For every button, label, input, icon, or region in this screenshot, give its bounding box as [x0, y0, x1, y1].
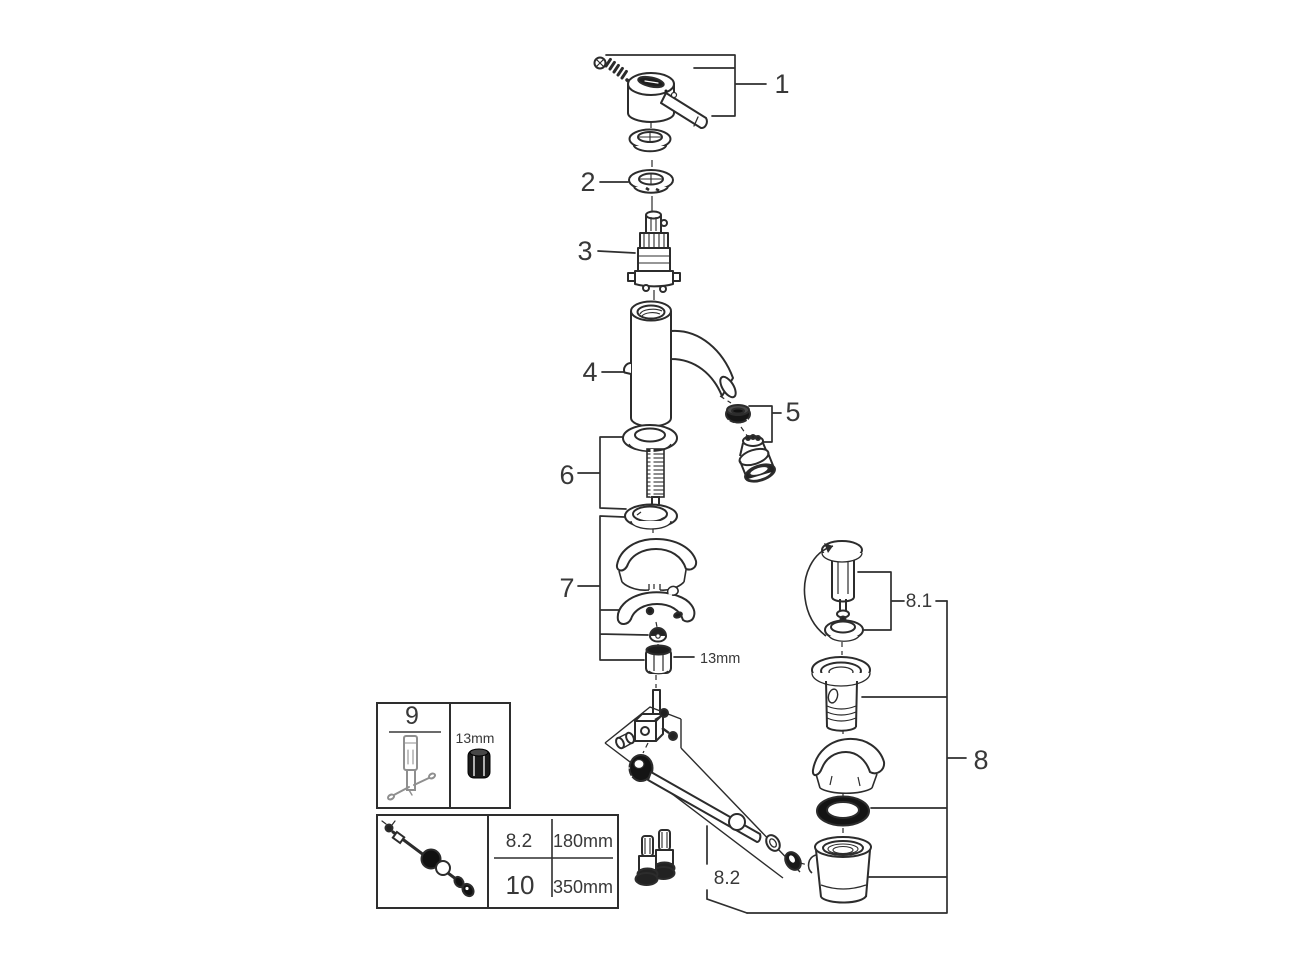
rod-kit-drawing [381, 820, 475, 898]
tool-box-9 [376, 702, 511, 809]
callout-7-label: 7 [559, 573, 574, 603]
callout-6-label: 6 [559, 460, 574, 490]
pivot-block [634, 713, 664, 742]
drain-flange [811, 656, 871, 732]
callout-2-label: 2 [580, 167, 595, 197]
mounting-tool [386, 735, 437, 801]
lever-handle [627, 72, 708, 129]
callout-brackets [577, 54, 967, 914]
table-row2-part: 10 [506, 870, 535, 900]
leader-8-2 [706, 825, 748, 914]
table-row1-length: 180mm [553, 831, 613, 851]
callout-8-1-label: 8.1 [906, 591, 932, 612]
part-7-fixation-set [615, 538, 698, 675]
part-1-handle-assembly [593, 56, 708, 153]
small-nut [649, 627, 667, 643]
hex-socket-icon [467, 748, 491, 779]
callout-8-2-label: 8.2 [714, 868, 740, 889]
lift-knob [627, 754, 654, 782]
set-screw-and-spring [593, 56, 634, 86]
part-6-mounting-set [622, 424, 678, 530]
callout-5-label: 5 [785, 397, 800, 427]
horizontal-rod [647, 771, 762, 843]
popup-plug [821, 540, 863, 623]
bracket-5 [748, 405, 782, 443]
hex-nut-size-label: 13mm [700, 651, 740, 667]
length-box-frame [376, 814, 619, 909]
part-2-mounting-ring [628, 169, 674, 194]
ferrule [615, 731, 635, 750]
length-table-box [376, 814, 619, 909]
rod-washer [784, 851, 802, 871]
supply-connectors [634, 829, 676, 886]
part-3-cartridge [627, 210, 681, 293]
tool-size-label: 13mm [456, 730, 495, 746]
wedge-gasket [811, 737, 886, 795]
bracket-1 [605, 54, 767, 117]
bracket-6 [577, 436, 627, 510]
bracket-7 [577, 515, 649, 661]
part-4-faucet-body [623, 300, 737, 428]
centerlines [633, 85, 844, 867]
rotation-arrowhead [824, 543, 833, 553]
part-5-aerator [725, 404, 776, 483]
part-8-drain-assembly [803, 540, 886, 904]
callout-1-label: 1 [774, 69, 789, 99]
rotation-arrow [803, 545, 834, 637]
callout-3-label: 3 [577, 236, 592, 266]
part-9-label: 9 [405, 702, 419, 730]
plug-seal-ring [824, 619, 864, 642]
callout-8-label: 8 [973, 745, 988, 775]
stabilizing-horseshoe [615, 538, 698, 591]
table-row1-part: 8.2 [506, 831, 532, 852]
leader-3 [597, 250, 636, 254]
hex-nut-13mm [645, 644, 672, 675]
callout-4-label: 4 [582, 357, 597, 387]
table-grid [494, 819, 613, 897]
part-8-2-popup-rod-assembly [604, 689, 802, 886]
drain-o-ring [816, 795, 870, 827]
drain-body [807, 836, 872, 904]
bracket-8-1 [857, 571, 948, 631]
rod-o-ring-hole [768, 838, 778, 848]
panel-lines [604, 706, 801, 879]
pivot-screws [654, 708, 678, 741]
metal-clamp [616, 585, 696, 625]
callout-labels: 1 2 3 4 5 6 7 8 8.1 8.2 13mm 9 13mm 8.2 … [405, 69, 988, 900]
bracket-8 [746, 600, 967, 914]
dome-cap [628, 128, 672, 153]
table-row2-length: 350mm [553, 877, 613, 897]
flow-straightener [738, 434, 776, 483]
